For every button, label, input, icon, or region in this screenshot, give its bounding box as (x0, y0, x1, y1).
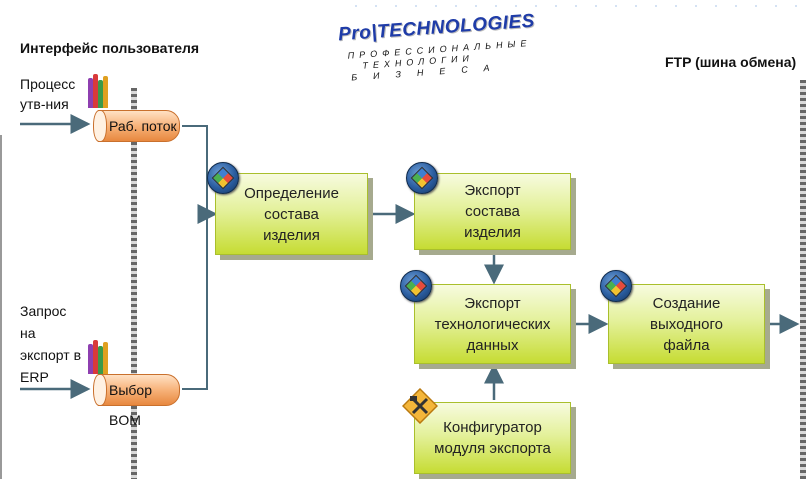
task-label-line: состава (264, 205, 319, 223)
request-label-line: экспорт в (20, 347, 82, 363)
task-label-line: данных (466, 336, 519, 354)
task-export-configurator[interactable]: Конфигуратор модуля экспорта (414, 402, 571, 474)
gear-icon (400, 270, 432, 302)
task-label-line: выходного (650, 315, 723, 333)
workflow-event[interactable]: Раб. поток (93, 110, 180, 142)
request-label-line: ERP (20, 369, 49, 385)
task-label-line: Конфигуратор (443, 419, 542, 436)
task-label-line: технологических (434, 315, 551, 333)
collector-line (182, 125, 208, 390)
task-export-composition[interactable]: Экспорт состава изделия (414, 173, 571, 250)
ftp-title: FTP (шина обмена) (665, 54, 797, 70)
process-label-line: утв-ния (20, 96, 69, 112)
task-label: Конфигуратор модуля экспорта (434, 417, 551, 459)
pencils-icon (88, 340, 112, 374)
pencils-icon (88, 74, 112, 108)
task-export-tech-data[interactable]: Экспорт технологических данных (414, 284, 571, 364)
gear-icon (406, 162, 438, 194)
task-label-line: Создание (652, 294, 721, 312)
gear-icon (207, 162, 239, 194)
task-label-line: изделия (263, 226, 320, 244)
gear-icon (600, 270, 632, 302)
task-label: Экспорт технологических данных (435, 293, 551, 356)
bom-select-event[interactable]: Выбор BOM (93, 374, 180, 428)
task-label-line: Экспорт (464, 182, 521, 199)
task-label-line: модуля экспорта (434, 440, 551, 457)
task-label: Определение состава изделия (244, 183, 339, 246)
process-label-line: Процесс (20, 76, 76, 92)
ui-title: Интерфейс пользователя (20, 40, 200, 56)
task-label-line: файла (663, 336, 710, 354)
ftp-bus-line (800, 80, 806, 479)
task-label-line: Определение (244, 184, 339, 202)
task-label-line: изделия (464, 224, 521, 241)
tools-icon (402, 388, 438, 424)
task-label-line: состава (465, 203, 520, 220)
process-label: Процесс утв-ния (20, 74, 75, 114)
request-label: Запрос на экспорт в ERP (20, 300, 81, 388)
task-label: Экспорт состава изделия (464, 180, 521, 243)
ui-boundary-line (131, 88, 137, 479)
task-create-output-file[interactable]: Создание выходного файла (608, 284, 765, 364)
task-define-composition[interactable]: Определение состава изделия (215, 173, 368, 255)
task-label: Создание выходного файла (650, 293, 723, 356)
task-label-line: Экспорт (464, 294, 521, 312)
request-label-line: Запрос (20, 303, 67, 319)
request-label-line: на (20, 325, 36, 341)
